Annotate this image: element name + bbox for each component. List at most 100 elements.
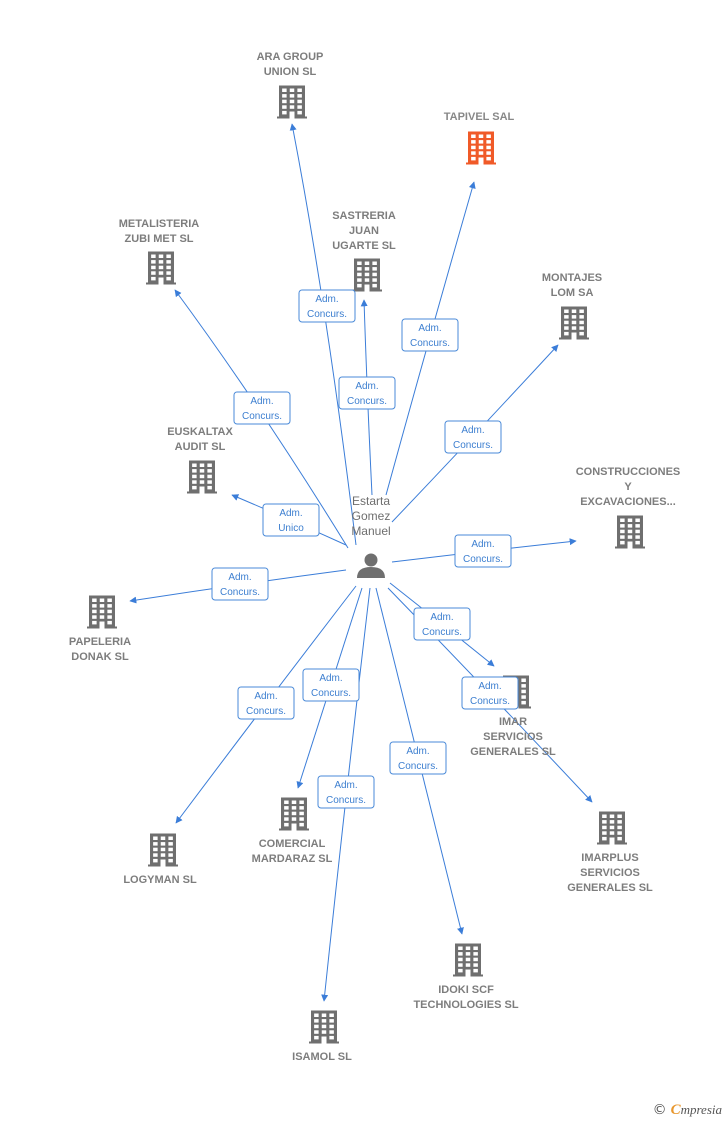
company-label: TAPIVEL SAL	[444, 111, 515, 123]
company-label: DONAK SL	[71, 651, 129, 663]
relation-label-montajes-lom[interactable]: Adm.Concurs.	[444, 420, 502, 454]
edges-layer	[129, 123, 593, 1002]
brand-name: mpresia	[680, 1102, 722, 1117]
relation-label-text: Concurs.	[398, 761, 438, 772]
building-icon	[352, 258, 382, 292]
company-label: SASTRERIA	[332, 210, 396, 222]
company-label: ARA GROUP	[257, 51, 324, 63]
company-label: CONSTRUCCIONES	[576, 466, 681, 478]
brand-watermark: ©Cmpresia	[653, 1102, 722, 1119]
company-label: Y	[624, 481, 632, 493]
person-name: Gomez	[352, 509, 391, 523]
building-icon	[453, 943, 483, 977]
relation-label-text: Concurs.	[307, 309, 347, 320]
relation-label-tapivel[interactable]: Adm. Concurs.	[401, 318, 459, 352]
company-node-papeleria-donak[interactable]: PAPELERIA DONAK SL	[69, 595, 131, 664]
relation-label-construcciones-excavaciones[interactable]: Adm.Concurs.	[454, 534, 512, 568]
relation-label-text: Adm.	[430, 612, 453, 623]
relation-label-text: Adm.	[406, 746, 429, 757]
relation-label-text: Adm.	[319, 673, 342, 684]
company-label: COMERCIAL	[259, 838, 326, 850]
relation-label-box	[454, 534, 512, 568]
relation-label-euskaltax-audit[interactable]: Adm. Unico	[262, 503, 320, 537]
company-label: GENERALES SL	[567, 882, 653, 894]
relation-label-text: Adm.	[334, 780, 357, 791]
building-icon	[87, 595, 117, 629]
company-label: JUAN	[349, 225, 379, 237]
company-node-comercial-mardaraz[interactable]: COMERCIAL MARDARAZ SL	[252, 797, 333, 866]
relation-label-text: Concurs.	[410, 338, 450, 349]
relation-label-box	[298, 289, 356, 323]
relation-label-idoki-scf-technologies[interactable]: Adm. Concurs.	[389, 741, 447, 775]
relation-label-box	[461, 676, 519, 710]
company-label: EUSKALTAX	[167, 426, 233, 438]
company-label: SERVICIOS	[580, 867, 640, 879]
company-label: LOGYMAN SL	[123, 874, 197, 886]
relation-labels-layer: Adm. Concurs. Adm. Concurs. Adm. Concurs. Adm.…	[211, 289, 519, 809]
relation-label-isamol[interactable]: Adm. Concurs.	[317, 775, 375, 809]
relation-label-text: Concurs.	[470, 696, 510, 707]
relation-label-box	[302, 668, 360, 702]
relation-label-text: Unico	[278, 523, 304, 534]
relation-label-text: Adm.	[478, 681, 501, 692]
relation-label-imar-servicios-generales[interactable]: Adm.Concurs.	[413, 607, 471, 641]
company-node-tapivel[interactable]: TAPIVEL SAL	[444, 111, 515, 165]
relation-label-ara-group-union[interactable]: Adm. Concurs.	[298, 289, 356, 323]
relation-label-text: Concurs.	[463, 554, 503, 565]
relation-label-text: Concurs.	[347, 396, 387, 407]
relation-label-text: Adm.	[250, 396, 273, 407]
relation-label-text: Adm.	[355, 381, 378, 392]
person-name: Estarta	[352, 494, 390, 508]
building-icon	[466, 131, 496, 165]
building-icon	[559, 306, 589, 340]
relation-label-text: Concurs.	[220, 587, 260, 598]
relation-label-text: Adm.	[315, 294, 338, 305]
relation-label-imarplus-servicios-generales[interactable]: Adm. Concurs.	[461, 676, 519, 710]
relation-label-box	[413, 607, 471, 641]
relation-label-box	[262, 503, 320, 537]
company-node-isamol[interactable]: ISAMOL SL	[292, 1010, 352, 1064]
relation-label-box	[211, 567, 269, 601]
relation-label-box	[389, 741, 447, 775]
person-icon	[357, 553, 385, 578]
relation-label-metalisteria-zubi-met[interactable]: Adm. Concurs.	[233, 391, 291, 425]
company-label: PAPELERIA	[69, 636, 131, 648]
person-name: Manuel	[351, 524, 390, 538]
relation-label-box	[237, 686, 295, 720]
relation-label-text: Concurs.	[311, 688, 351, 699]
company-label: EXCAVACIONES...	[580, 496, 676, 508]
relation-label-text: Concurs.	[246, 706, 286, 717]
relation-label-text: Adm.	[418, 323, 441, 334]
company-node-construcciones-excavaciones[interactable]: CONSTRUCCIONES Y EXCAVACIONES...	[576, 466, 681, 549]
relation-label-box	[401, 318, 459, 352]
building-icon	[309, 1010, 339, 1044]
copyright-symbol: ©	[652, 1102, 667, 1118]
company-label: IMAR	[499, 716, 527, 728]
company-label: MARDARAZ SL	[252, 853, 333, 865]
relation-label-box	[233, 391, 291, 425]
edge-ara-group-union	[289, 123, 357, 546]
building-icon	[597, 811, 627, 845]
company-node-logyman[interactable]: LOGYMAN SL	[123, 833, 197, 887]
relation-label-papeleria-donak[interactable]: Adm.Concurs.	[211, 567, 269, 601]
company-label: TECHNOLOGIES SL	[413, 999, 518, 1011]
company-label: LOM SA	[551, 287, 594, 299]
relation-label-box	[338, 376, 396, 410]
relation-label-logyman[interactable]: Adm.Concurs.	[237, 686, 295, 720]
relation-label-sastreria-juan-ugarte[interactable]: Adm. Concurs.	[338, 376, 396, 410]
relation-label-text: Concurs.	[326, 795, 366, 806]
relation-label-comercial-mardaraz[interactable]: Adm. Concurs.	[302, 668, 360, 702]
building-icon	[146, 251, 176, 285]
relation-label-text: Adm.	[279, 508, 302, 519]
company-label: ISAMOL SL	[292, 1051, 352, 1063]
relation-label-text: Concurs.	[242, 411, 282, 422]
